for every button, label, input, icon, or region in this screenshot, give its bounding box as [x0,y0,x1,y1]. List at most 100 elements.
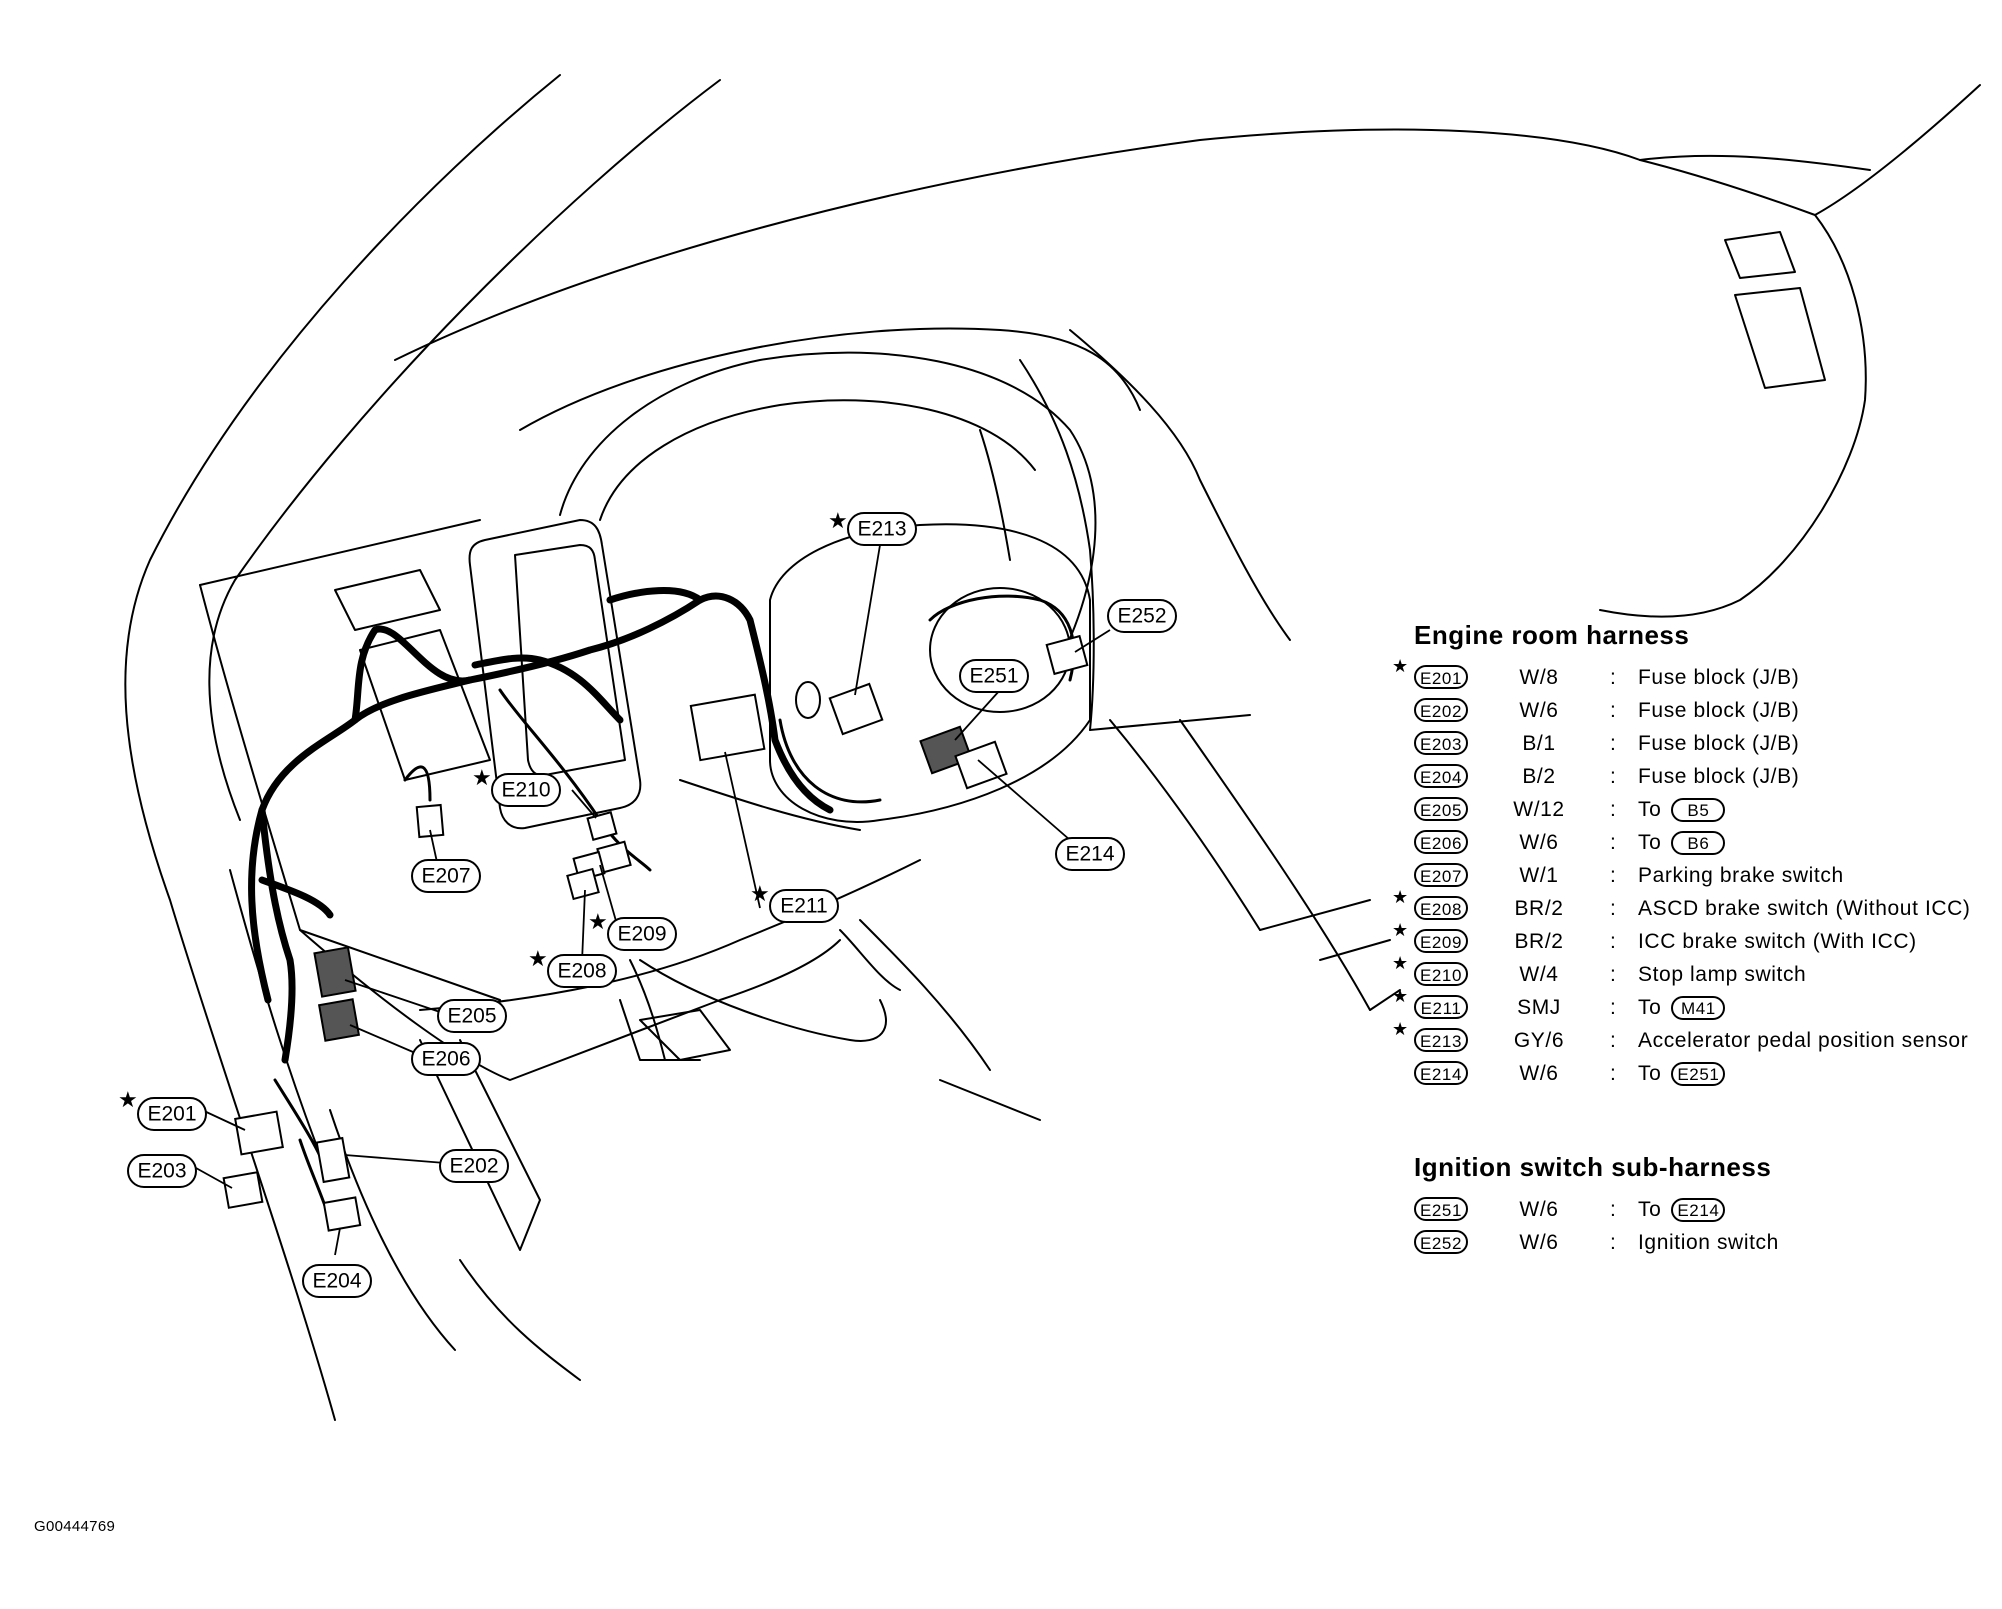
callout-e211: E211 ★ [750,882,839,923]
star-marker: ★ [1392,656,1409,677]
svg-text:★: ★ [118,1088,138,1113]
star-marker: ★ [1392,887,1409,908]
column-cover [679,779,861,831]
svg-text:E207: E207 [421,865,470,888]
connector-description: Ignition switch [1638,1231,1779,1255]
separator-colon: : [1610,1198,1617,1221]
console-line-1 [1109,719,1261,931]
column-cover-2 [839,929,901,991]
pedal-box [639,1009,731,1061]
connector-color-pins: W/6 [1519,1062,1559,1085]
description-text: Ignition switch [1638,1231,1779,1254]
star-marker: ★ [1392,920,1409,941]
connector-description: Fuse block (J/B) [1638,765,1799,789]
grommet [795,681,821,719]
svg-text:E208: E208 [557,960,606,983]
ignition-sub-harness-title: Ignition switch sub-harness [1414,1152,1772,1182]
steering-hub [769,523,1091,823]
kick-panel-2 [329,1109,456,1351]
callout-e205: E205 [437,999,507,1033]
separator-colon: : [1610,1029,1617,1052]
connector-id: E206 [1414,830,1468,854]
dash-hood-line [1069,329,1291,641]
figure-id: G00444769 [34,1518,116,1535]
callout-e202: E202 [439,1149,509,1183]
description-text: Parking brake switch [1638,864,1844,887]
svg-text:★: ★ [528,947,548,972]
connector-id: E205 [1414,797,1468,821]
connector-reference: B6 [1671,831,1726,856]
cluster-window [514,544,626,777]
connector-e211 [689,693,766,762]
connector-color-pins: W/12 [1513,798,1565,821]
connector-id: E251 [1414,1197,1468,1221]
kick-panel-1 [229,869,331,1181]
connector-id: E211 [1414,995,1468,1019]
connector-e205 [313,946,357,998]
description-text: Fuse block (J/B) [1638,765,1800,788]
connector-color-pins: B/1 [1522,732,1556,755]
connector-id: E203 [1414,731,1468,755]
connector-description: Stop lamp switch [1638,963,1806,987]
vehicle-interior-lineart [124,74,1981,1421]
description-text: ICC brake switch (With ICC) [1638,930,1917,953]
connector-color-pins: W/6 [1519,699,1559,722]
star-marker: ★ [1392,1019,1409,1040]
dash-hood-line-2 [1019,359,1095,731]
console-line-3 [1259,899,1371,931]
connector-color-pins: B/2 [1522,765,1556,788]
connector-color-pins: SMJ [1517,996,1561,1019]
connector-reference: E251 [1671,1062,1726,1087]
main-harness [248,587,834,1064]
console-line-5 [1369,989,1401,1011]
connector-id: E208 [1414,896,1468,920]
connectors [222,634,1089,1232]
star-marker: ★ [1392,986,1409,1007]
floor-edge [419,1039,541,1251]
connector-color-pins: BR/2 [1514,897,1564,920]
separator-colon: : [1610,930,1617,953]
dash-top-curve [519,327,1141,431]
connector-description: Fuse block (J/B) [1638,699,1799,723]
callout-e206: E206 [411,1042,481,1076]
description-text: Accelerator pedal position sensor [1638,1029,1969,1052]
connector-e201 [234,1110,284,1156]
vent-right-1 [1724,231,1796,279]
a-pillar-outer [124,74,561,1421]
switch-panel-2 [359,629,491,781]
connector-description: Fuse block (J/B) [1638,666,1799,690]
connector-color-pins: W/4 [1519,963,1559,986]
callout-e208: E208 ★ [528,947,617,988]
connector-id: E252 [1414,1230,1468,1254]
svg-text:★: ★ [472,766,492,791]
lower-dash-panel [199,584,501,1001]
svg-text:E252: E252 [1117,605,1166,628]
connector-id: E210 [1414,962,1468,986]
separator-colon: : [1610,666,1617,689]
description-text: To [1638,1198,1662,1221]
svg-text:E211: E211 [780,895,828,918]
connector-id: E213 [1414,1028,1468,1052]
connector-reference: B5 [1671,798,1726,823]
a-pillar-inner [208,79,721,821]
separator-colon: : [1610,1231,1617,1254]
svg-text:E213: E213 [857,518,906,541]
connector-description: ICC brake switch (With ICC) [1638,930,1917,954]
lower-dash-line [419,859,921,1011]
connector-description: ASCD brake switch (Without ICC) [1638,897,1971,921]
windshield-line-2 [1639,154,1871,171]
connector-e213 [828,682,884,736]
callout-labels: E213 ★ E252 E251 E210 ★ E207 [118,509,1177,1298]
accel-line [859,919,991,1071]
connector-e210-a [586,811,618,841]
connector-color-pins: W/6 [1519,1198,1559,1221]
callout-e213: E213 ★ [828,509,917,546]
connector-id: E201 [1414,665,1468,689]
